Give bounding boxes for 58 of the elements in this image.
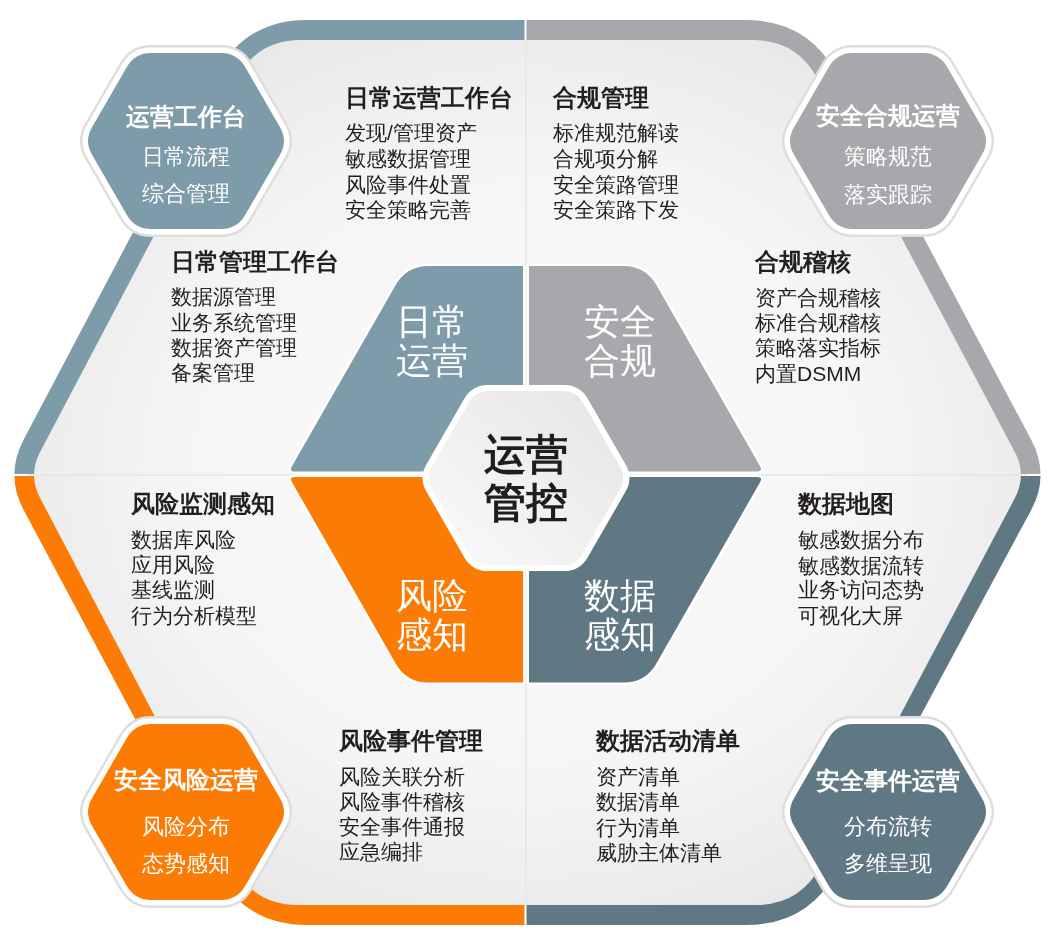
- list-item: 敏感数据流转: [798, 553, 924, 579]
- center-label: 运营管控: [483, 431, 569, 527]
- section-heading: 合规管理: [553, 84, 649, 112]
- section-heading: 风险监测感知: [131, 490, 275, 518]
- segment-label: 安全合规: [583, 303, 657, 381]
- list-item: 安全策路下发: [553, 197, 679, 223]
- section-heading: 数据地图: [798, 490, 894, 518]
- list-item: 行为清单: [596, 815, 680, 841]
- badge-title: 安全合规运营: [816, 102, 960, 130]
- list-item: 资产清单: [596, 764, 680, 790]
- section-heading: 日常运营工作台: [345, 84, 513, 112]
- list-item: 内置DSMM: [755, 361, 862, 387]
- list-item: 风险事件处置: [345, 172, 471, 198]
- list-item: 资产合规稽核: [755, 285, 881, 311]
- list-item: 行为分析模型: [131, 603, 257, 629]
- badge-title: 安全风险运营: [114, 766, 258, 794]
- list-item: 风险事件稽核: [339, 789, 465, 815]
- section-heading: 合规稽核: [755, 248, 851, 276]
- badge-item: 日常流程: [142, 144, 230, 170]
- list-item: 策略落实指标: [755, 335, 881, 361]
- list-item: 数据源管理: [171, 284, 276, 310]
- badge-item: 综合管理: [142, 181, 230, 207]
- section-heading: 数据活动清单: [596, 727, 740, 755]
- list-item: 应用风险: [131, 552, 215, 578]
- badge-item: 落实跟踪: [844, 182, 932, 208]
- badge-item: 分布流转: [844, 814, 932, 840]
- list-item: 风险关联分析: [339, 764, 465, 790]
- list-item: 数据库风险: [131, 527, 236, 553]
- badge-item: 多维呈现: [844, 851, 932, 877]
- list-item: 数据资产管理: [171, 335, 297, 361]
- hexagon-segment: [525, 473, 766, 685]
- list-item: 发现/管理资产: [345, 120, 477, 146]
- badge-item: 风险分布: [142, 814, 230, 840]
- list-item: 业务系统管理: [171, 310, 297, 336]
- badge-item: 策略规范: [844, 144, 932, 170]
- list-item: 敏感数据管理: [345, 146, 471, 172]
- section-heading: 日常管理工作台: [171, 248, 339, 276]
- list-item: 标准规范解读: [553, 120, 679, 146]
- segment-label: 风险感知: [395, 577, 469, 655]
- badge-title: 安全事件运营: [816, 767, 960, 795]
- list-item: 标准合规稽核: [755, 310, 881, 336]
- list-item: 备案管理: [171, 360, 255, 386]
- list-item: 敏感数据分布: [798, 527, 924, 553]
- list-item: 数据清单: [596, 789, 680, 815]
- segment-label: 日常运营: [395, 303, 469, 381]
- list-item: 业务访问态势: [798, 577, 924, 603]
- badge-title: 运营工作台: [126, 103, 246, 131]
- badge-item: 态势感知: [142, 851, 230, 877]
- list-item: 安全策路管理: [553, 172, 679, 198]
- list-item: 合规项分解: [553, 146, 658, 172]
- list-item: 安全事件通报: [339, 814, 465, 840]
- list-item: 安全策略完善: [345, 197, 471, 223]
- list-item: 可视化大屏: [798, 603, 903, 629]
- segment-label: 数据感知: [583, 577, 657, 655]
- list-item: 基线监测: [131, 577, 215, 603]
- list-item: 应急编排: [339, 839, 423, 865]
- section-heading: 风险事件管理: [339, 727, 483, 755]
- list-item: 威胁主体清单: [596, 840, 722, 866]
